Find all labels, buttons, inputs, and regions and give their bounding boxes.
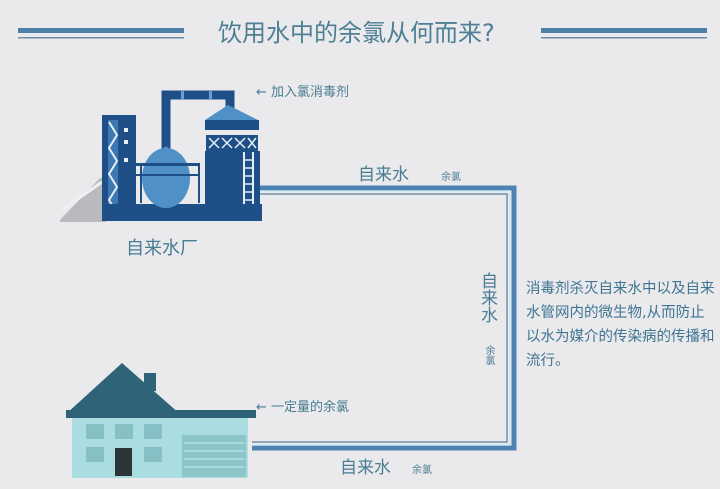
- pipe-bottom-label: 自来水: [340, 458, 391, 478]
- pipe-top-label: 自来水: [358, 165, 409, 185]
- water-plant-illustration: [60, 90, 262, 222]
- roof: [66, 363, 180, 414]
- residual-chlorine-annotation: ← 一定量的余氯: [256, 400, 350, 415]
- title-rule-left: [18, 28, 184, 39]
- chlorine-added-annotation: ← 加入氯消毒剂: [256, 85, 350, 100]
- pipe-bottom-sublabel: 余氯: [412, 465, 432, 476]
- pipe-right-sublabel: 余氯: [483, 345, 494, 365]
- water-plant-label: 自来水厂: [126, 238, 198, 259]
- explanation-text: 消毒剂杀灭自来水中以及自来水管网内的微生物,从而防止以水为媒介的传染病的传播和流…: [526, 281, 715, 369]
- tower: [102, 115, 136, 221]
- pipe-right-label: 自来水: [477, 272, 497, 323]
- door: [115, 448, 132, 476]
- house-illustration: [66, 363, 256, 478]
- title-rule-right: [541, 28, 707, 39]
- pipe-top-sublabel: 余氯: [441, 172, 461, 183]
- garage-door: [182, 435, 246, 477]
- water-pipe: [252, 185, 517, 451]
- page-title: 饮用水中的余氯从何而来?: [218, 19, 495, 47]
